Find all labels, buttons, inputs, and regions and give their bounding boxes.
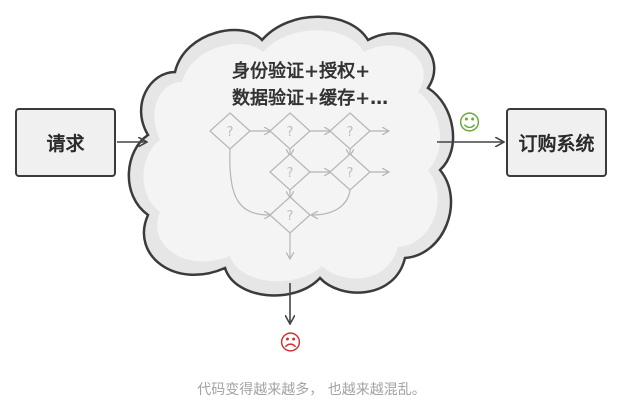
cloud-text-line2: 数据验证+缓存+…: [232, 88, 389, 109]
sad-face-icon: ☹: [279, 331, 302, 356]
question-mark: ?: [347, 125, 354, 140]
decision-diamond: [209, 112, 251, 150]
request-label: 请求: [46, 133, 85, 155]
question-mark: ?: [227, 125, 234, 140]
question-mark: ?: [287, 125, 294, 140]
caption: 代码变得越来越多， 也越来越混乱。: [197, 382, 426, 398]
decision-diamond: [269, 196, 311, 234]
cloud-text-line1: 身份验证+授权+: [232, 61, 371, 82]
order-system-label: 订购系统: [518, 133, 595, 155]
decision-diamond: [329, 153, 371, 191]
question-mark: ?: [287, 166, 294, 181]
decision-diamond: [269, 112, 311, 150]
decision-diamond: [269, 153, 311, 191]
question-mark: ?: [287, 209, 294, 224]
happy-face-icon: ☺: [458, 111, 481, 136]
order-system-box: 订购系统: [506, 108, 607, 177]
main-arrows: [117, 142, 503, 323]
flowchart-question-marks: ? ? ? ? ? ?: [227, 125, 354, 224]
question-mark: ?: [347, 166, 354, 181]
flowchart-diamonds: [209, 112, 371, 234]
decision-diamond: [329, 112, 371, 150]
request-box: 请求: [15, 108, 116, 177]
